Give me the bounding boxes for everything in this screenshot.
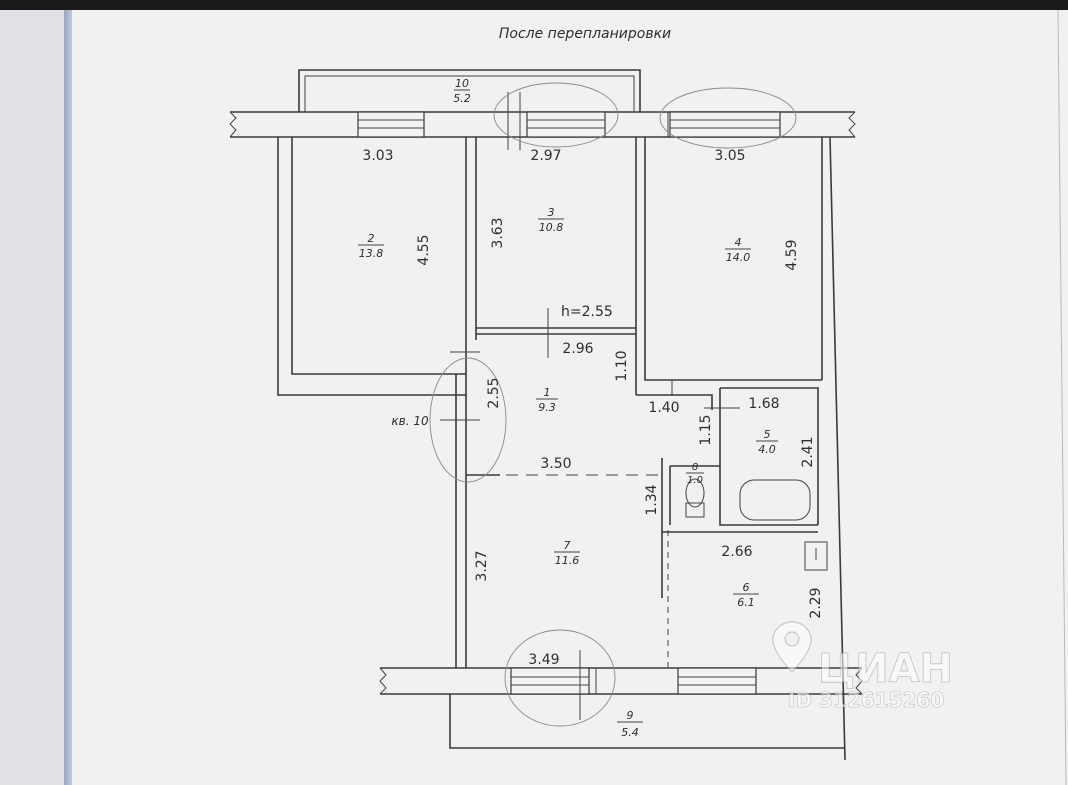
room-area: 5.2	[453, 92, 471, 105]
room-number: 4	[735, 236, 742, 249]
room-area: 4.0	[758, 443, 776, 456]
room-area: 11.6	[555, 554, 580, 567]
paper-background-left	[0, 10, 70, 785]
room-label-9: 9 5.4	[617, 709, 643, 739]
room-area: 13.8	[359, 247, 384, 260]
window	[357, 111, 425, 138]
exterior-wall-top	[229, 92, 856, 150]
window	[669, 111, 781, 138]
room-area: 1.0	[687, 475, 703, 486]
dimension-label: 2.41	[800, 436, 816, 467]
dimension-label: 3.49	[528, 652, 559, 668]
room-area: 14.0	[726, 251, 751, 264]
room-number: 5	[764, 428, 771, 441]
dimension-label: 3.50	[540, 456, 571, 472]
room-number: 1	[544, 386, 551, 399]
dimension-label: 3.63	[490, 217, 506, 248]
interior-walls	[465, 137, 822, 668]
room-label-7: 7 11.6	[554, 539, 580, 567]
watermark-id: ID 312615260	[788, 688, 944, 712]
sanitary-fixtures	[685, 478, 828, 571]
window	[526, 111, 606, 138]
paper-sheet	[72, 10, 1068, 785]
room-label-10: 10 5.2	[453, 77, 471, 105]
toilet-icon	[685, 478, 705, 508]
apartment-label: кв. 10	[391, 414, 429, 428]
bathtub-icon	[739, 479, 811, 521]
room-label-5: 5 4.0	[756, 428, 778, 456]
balcony-top	[298, 69, 641, 112]
room-area: 6.1	[737, 596, 755, 609]
room-label-4: 4 14.0	[725, 236, 751, 264]
dimension-label: 2.97	[530, 148, 561, 164]
room-number: 6	[743, 581, 750, 594]
dimension-label: 2.66	[721, 544, 752, 560]
dimension-label: 4.55	[416, 234, 432, 265]
room-area: 9.3	[538, 401, 556, 414]
room-label-1: 1 9.3	[536, 386, 558, 414]
cian-watermark: ЦИАН ID 312615260	[772, 621, 953, 712]
sink-icon	[804, 541, 828, 571]
ceiling-height-label: h=2.55	[561, 304, 613, 320]
room-number: 2	[368, 232, 375, 245]
dimension-label: 1.10	[614, 350, 630, 381]
room-label-8: 8 1.0	[686, 462, 704, 486]
dimension-label: 3.03	[362, 148, 393, 164]
paper-margin-line	[1057, 9, 1067, 785]
room-label-6: 6 6.1	[733, 581, 759, 609]
dimension-label: 1.40	[648, 400, 679, 416]
dimension-ticks	[440, 308, 740, 421]
pencil-annotations	[429, 82, 797, 727]
plan-title: После перепланировки	[499, 26, 671, 42]
room-number: 8	[692, 462, 698, 473]
dimension-label: 1.15	[698, 414, 714, 445]
dimension-label: 3.05	[714, 148, 745, 164]
location-pin-icon	[772, 621, 812, 673]
room-label-2: 2 13.8	[358, 232, 384, 260]
window	[510, 667, 590, 695]
room-number: 7	[564, 539, 571, 552]
room-number: 10	[455, 77, 469, 90]
dimension-label: 1.34	[644, 484, 660, 515]
room-area: 10.8	[539, 221, 564, 234]
dimension-label: 3.27	[474, 550, 490, 581]
dimension-label: 2.96	[562, 341, 593, 357]
dimension-label: 4.59	[784, 239, 800, 270]
room-label-3: 3 10.8	[538, 206, 564, 234]
dimension-label: 2.55	[486, 377, 502, 408]
dimension-label: 1.68	[748, 396, 779, 412]
room-number: 3	[548, 206, 555, 219]
paper-edge	[64, 10, 74, 785]
dimension-label: 2.29	[808, 587, 824, 618]
exterior-walls	[277, 136, 846, 761]
exterior-wall-bottom	[379, 650, 863, 749]
room-number: 9	[627, 709, 634, 722]
watermark-brand: ЦИАН	[818, 646, 953, 692]
window	[677, 667, 757, 695]
room-area: 5.4	[621, 726, 639, 739]
